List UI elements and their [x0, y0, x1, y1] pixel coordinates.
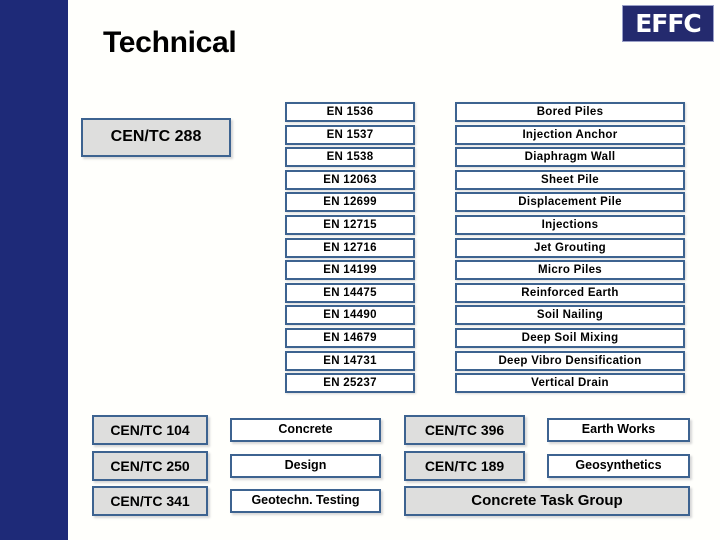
standard-name-cell: Displacement Pile	[455, 192, 685, 213]
standard-name-cell: Vertical Drain	[455, 373, 685, 394]
standard-name-cell: Injection Anchor	[455, 124, 685, 145]
committee-tc288-box: CEN/TC 288	[81, 118, 231, 157]
topic-box-left-2: Geotechn. Testing	[230, 489, 381, 513]
standard-name-cell: Reinforced Earth	[455, 282, 685, 303]
standard-code-cell: EN 12715	[285, 214, 415, 235]
standard-name-cell: Jet Grouting	[455, 237, 685, 258]
standard-code-cell: EN 25237	[285, 373, 415, 394]
standard-code-cell: EN 1538	[285, 147, 415, 168]
page-title: Technical	[103, 26, 237, 59]
standard-code-cell: EN 12063	[285, 169, 415, 190]
sidebar-accent-band	[0, 0, 68, 540]
standard-code-cell: EN 14679	[285, 327, 415, 348]
standard-name-cell: Diaphragm Wall	[455, 147, 685, 168]
standard-code-cell: EN 1537	[285, 124, 415, 145]
committee-box-right-1: CEN/TC 189	[404, 451, 525, 481]
standard-name-cell: Deep Vibro Densification	[455, 350, 685, 371]
committee-box-left-2: CEN/TC 341	[92, 486, 208, 516]
standard-code-cell: EN 14490	[285, 305, 415, 326]
standard-name-cell: Sheet Pile	[455, 169, 685, 190]
standard-code-cell: EN 12699	[285, 192, 415, 213]
standard-code-cell: EN 14199	[285, 260, 415, 281]
standard-name-cell: Soil Nailing	[455, 305, 685, 326]
committee-box-right-0: CEN/TC 396	[404, 415, 525, 445]
standard-name-cell: Bored Piles	[455, 102, 685, 122]
standard-code-cell: EN 12716	[285, 237, 415, 258]
standard-code-cell: EN 14475	[285, 282, 415, 303]
effc-logo-text: EFFC	[635, 9, 702, 38]
committee-box-left-0: CEN/TC 104	[92, 415, 208, 445]
concrete-task-group-box: Concrete Task Group	[404, 486, 690, 516]
standard-name-cell: Micro Piles	[455, 260, 685, 281]
topic-box-left-0: Concrete	[230, 418, 381, 442]
topic-box-left-1: Design	[230, 454, 381, 478]
topic-box-right-0: Earth Works	[547, 418, 690, 442]
topic-box-right-1: Geosynthetics	[547, 454, 690, 478]
standard-name-cell: Injections	[455, 214, 685, 235]
effc-logo: EFFC	[622, 5, 714, 42]
standard-name-cell: Deep Soil Mixing	[455, 327, 685, 348]
committee-box-left-1: CEN/TC 250	[92, 451, 208, 481]
standard-code-cell: EN 1536	[285, 102, 415, 122]
standard-code-cell: EN 14731	[285, 350, 415, 371]
